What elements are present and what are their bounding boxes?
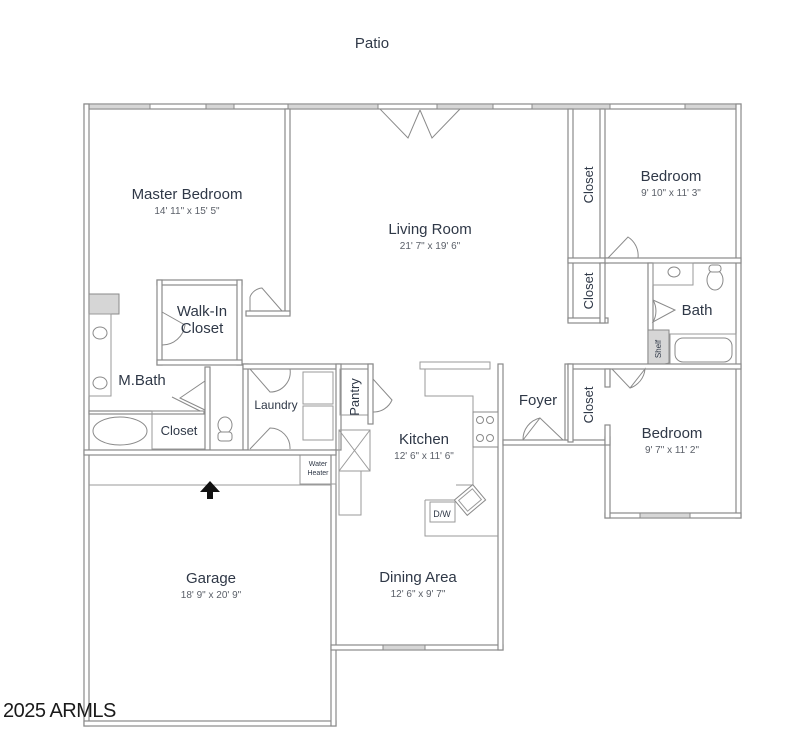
dishwasher-label: D/W [433, 509, 451, 519]
kitchen-label: Kitchen [399, 431, 449, 448]
water-heater-label-2: Heater [307, 470, 329, 477]
kitchen-dims: 12' 6" x 11' 6" [394, 451, 454, 462]
closet-mbath-label: Closet [161, 423, 198, 438]
interior-walls [83, 108, 742, 537]
foyer-label: Foyer [519, 392, 557, 409]
closet-bedroom1-lower-label: Closet [581, 272, 596, 309]
sink-icon [667, 266, 681, 278]
shelf-label: Shelf [654, 339, 663, 358]
bedroom-1-dims: 9' 10" x 11' 3" [641, 188, 701, 199]
walk-in-closet-label-2: Closet [181, 320, 224, 337]
bedroom-1-label: Bedroom [641, 168, 702, 185]
bedroom-2-label: Bedroom [642, 425, 703, 442]
garage-label: Garage [186, 570, 236, 587]
living-room-label: Living Room [388, 221, 471, 238]
doors [161, 108, 677, 450]
dining-area-label: Dining Area [379, 569, 457, 586]
room-labels: Master Bedroom 14' 11" x 15' 5" Living R… [118, 166, 712, 601]
sink-icon [92, 376, 108, 390]
laundry-label: Laundry [254, 398, 297, 412]
master-bath-label: M.Bath [118, 372, 166, 389]
toilet-icon [217, 416, 233, 434]
arrow-up-icon [200, 481, 220, 499]
master-bedroom-label: Master Bedroom [132, 186, 243, 203]
patio-label: Patio [355, 35, 389, 52]
fixtures [92, 264, 724, 499]
bathtub-icon [92, 416, 148, 446]
garage-dims: 18' 9" x 20' 9" [181, 590, 242, 601]
pantry-label: Pantry [347, 378, 362, 416]
living-room-dims: 21' 7" x 19' 6" [400, 241, 461, 252]
closet-bedroom1-upper-label: Closet [581, 166, 596, 203]
bath-label: Bath [682, 302, 713, 319]
bedroom-2-dims: 9' 7" x 11' 2" [645, 445, 700, 456]
closet-bedroom2-label: Closet [581, 386, 596, 423]
copyright-watermark: 2025 ARMLS [3, 700, 116, 722]
water-heater-label-1: Water [309, 461, 328, 468]
walk-in-closet-label-1: Walk-In [177, 303, 227, 320]
dining-area-dims: 12' 6" x 9' 7" [391, 589, 446, 600]
toilet-icon [706, 269, 724, 291]
exterior-walls [83, 103, 742, 727]
sink-icon [92, 326, 108, 340]
master-bedroom-dims: 14' 11" x 15' 5" [154, 206, 220, 217]
